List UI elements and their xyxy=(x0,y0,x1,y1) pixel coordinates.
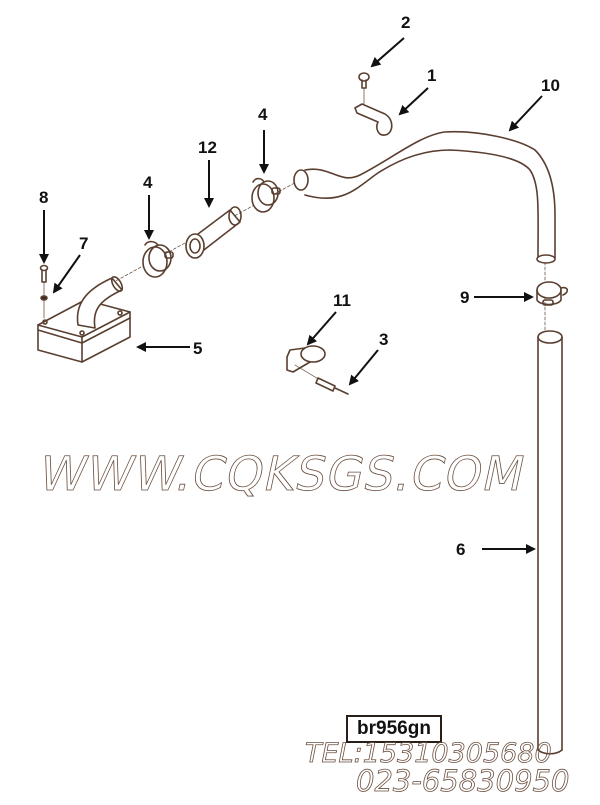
part-2-bolt xyxy=(358,72,370,105)
part-7-bolt xyxy=(39,264,49,319)
callout-6: 7 xyxy=(79,234,89,253)
part-4-hose-clamp-left xyxy=(142,240,174,278)
part-12-straight-tube xyxy=(537,330,563,755)
callout-10: 10 xyxy=(541,76,560,95)
part-9-clamp xyxy=(286,345,326,381)
part-10-bent-tube xyxy=(293,130,556,264)
callout-2: 2 xyxy=(401,13,411,32)
callout-5: 5 xyxy=(193,339,203,358)
part-11-hose xyxy=(185,206,242,259)
callout-12: 6 xyxy=(456,540,466,559)
part-8-hose-clamp xyxy=(536,281,569,306)
callout-1: 1 xyxy=(427,66,437,85)
part-4-hose-clamp-right xyxy=(251,177,281,213)
part-5-breather-box xyxy=(37,275,131,363)
part-1-clamp-bracket xyxy=(354,103,393,136)
callout-3: 3 xyxy=(379,330,389,349)
watermark-phone: 023-65830950 xyxy=(356,764,570,799)
callout-7: 8 xyxy=(39,188,49,207)
callout-8: 9 xyxy=(460,288,470,307)
figure-id-label: br956gn xyxy=(346,715,442,743)
watermark-url: WWW.CQKSGS.COM xyxy=(34,447,531,503)
part-3-screw xyxy=(315,377,349,395)
callout-9: 11 xyxy=(333,291,351,310)
callout-4-left: 4 xyxy=(143,173,153,192)
watermark-tel: TEL:15310305680 xyxy=(305,738,552,770)
callout-4-right: 4 xyxy=(258,105,268,124)
callout-11: 12 xyxy=(198,138,217,157)
part-6-washer xyxy=(40,295,48,301)
